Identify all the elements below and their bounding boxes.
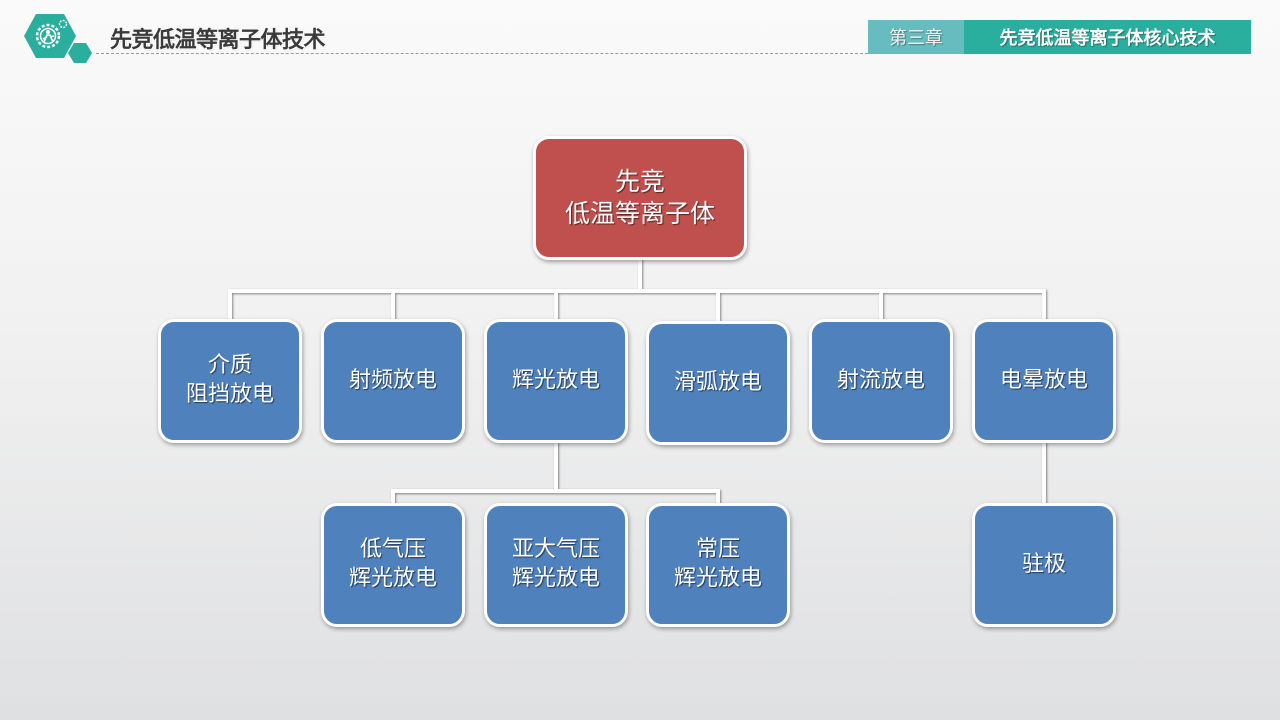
node-rf-discharge: 射频放电 bbox=[321, 319, 465, 443]
page-title: 先竞低温等离子体技术 bbox=[110, 28, 326, 53]
node-dbd: 介质 阻挡放电 bbox=[158, 319, 302, 443]
root-node: 先竞 低温等离子体 bbox=[533, 136, 747, 260]
node-corona-discharge: 电晕放电 bbox=[972, 319, 1116, 443]
chapter-title: 先竞低温等离子体核心技术 bbox=[964, 20, 1251, 54]
title-divider bbox=[96, 53, 868, 54]
chapter-number: 第三章 bbox=[868, 20, 964, 54]
chapter-banner: 第三章 先竞低温等离子体核心技术 bbox=[868, 20, 1251, 54]
node-jet-discharge: 射流放电 bbox=[809, 319, 953, 443]
node-low-pressure-glow: 低气压 辉光放电 bbox=[321, 503, 465, 627]
node-electret: 驻极 bbox=[972, 503, 1116, 627]
node-sub-atmospheric-glow: 亚大气压 辉光放电 bbox=[484, 503, 628, 627]
node-atmospheric-glow: 常压 辉光放电 bbox=[646, 503, 790, 627]
node-glow-discharge: 辉光放电 bbox=[484, 319, 628, 443]
gear-person-hexagon-icon bbox=[24, 14, 92, 63]
node-gliding-arc: 滑弧放电 bbox=[646, 321, 790, 445]
